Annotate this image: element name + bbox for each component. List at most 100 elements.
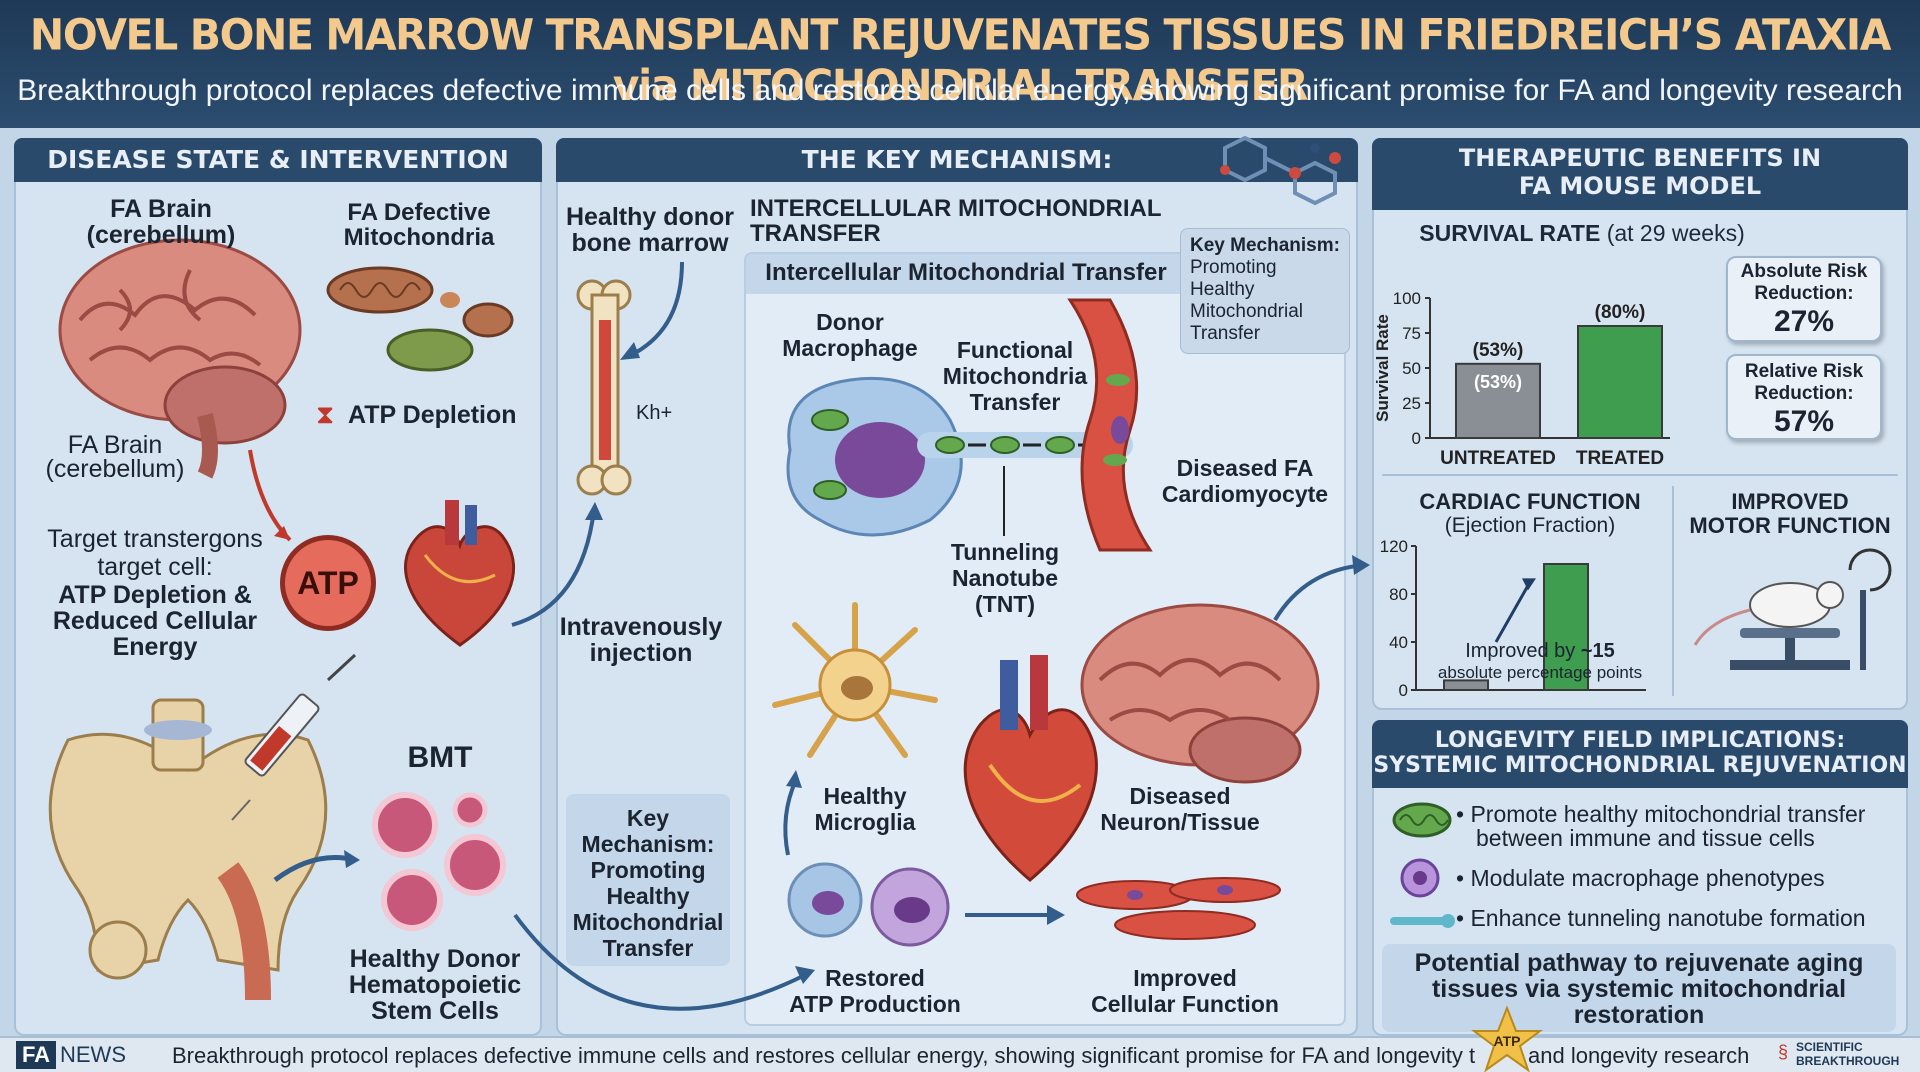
- bullet-2: • Modulate macrophage phenotypes: [1456, 865, 1825, 891]
- survival-subtitle: (at 29 weeks): [1606, 220, 1745, 246]
- key-mech-2: Mechanism:: [581, 831, 715, 857]
- cardiac-motor-divider: [1672, 486, 1674, 696]
- tnt-label-1: Tunneling: [950, 539, 1060, 565]
- cardiac-y-tick-label: 0: [1399, 681, 1408, 700]
- inner-key-1: Key Mechanism:: [1190, 235, 1340, 256]
- arrow-to-bone: [620, 261, 684, 360]
- mitochondria-bullet-icon: [1392, 802, 1452, 838]
- target-text-2: target cell:: [97, 553, 213, 581]
- molecule-icon: [1220, 135, 1341, 206]
- survival-bar-untreated: [1455, 362, 1541, 439]
- atp-star-icon: [1471, 1005, 1543, 1072]
- iv-label-1: Intravenously: [559, 613, 723, 641]
- heart-icon: [404, 500, 515, 647]
- microglia-label-2: Microglia: [814, 809, 916, 835]
- survival-category-label: TREATED: [1576, 448, 1664, 469]
- survival-y-tick-label: 50: [1402, 359, 1421, 378]
- benefits-title: THERAPEUTIC BENEFITS IN FA MOUSE MODEL: [1372, 138, 1908, 210]
- restored-cells-icon: [787, 862, 950, 947]
- abs-risk-value: 27%: [1773, 305, 1835, 338]
- survival-title: SURVIVAL RATE: [1419, 220, 1601, 246]
- header-banner: [0, 0, 1920, 128]
- breakthrough-badge: SCIENTIFIC BREAKTHROUGH: [1796, 1040, 1899, 1068]
- brain-label-1: FA Brain: [67, 431, 163, 459]
- breakthrough-badge-2: BREAKTHROUGH: [1796, 1054, 1900, 1068]
- target-text-3: ATP Depletion &: [58, 581, 252, 609]
- improved-by: Improved by: [1465, 640, 1576, 662]
- page-subtitle: Breakthrough protocol replaces defective…: [17, 74, 1903, 107]
- improved-func-2: Cellular Function: [1091, 991, 1279, 1017]
- longevity-title-2: SYSTEMIC MITOCHONDRIAL REJUVENATION: [1373, 753, 1907, 778]
- rel-risk-2: Reduction:: [1754, 383, 1854, 404]
- abs-risk-2: Reduction:: [1754, 283, 1854, 304]
- arrow-heart-to-bone: [511, 502, 603, 627]
- diseased-cardio-2: Cardiomyocyte: [1161, 481, 1329, 507]
- cardiac-y-tick-label: 80: [1389, 585, 1408, 604]
- func-mito-1: Functional: [956, 337, 1074, 363]
- bullet-3: • Enhance tunneling nanotube formation: [1456, 905, 1866, 931]
- survival-y-tick-label: 0: [1412, 429, 1421, 448]
- rel-risk-value: 57%: [1773, 405, 1835, 438]
- survival-inner-label: (53%): [1474, 372, 1522, 392]
- brain-top-label: FA Brain (cerebellum): [86, 195, 236, 250]
- center-heart-icon: [963, 655, 1098, 882]
- stem-label-1: Healthy Donor: [349, 945, 521, 973]
- cardiac-y-tick-label: 120: [1380, 537, 1408, 556]
- benefits-title-1: THERAPEUTIC BENEFITS IN: [1458, 144, 1822, 172]
- cardiac-trend-arrowhead: [1522, 578, 1536, 591]
- nanotube-bullet-icon: [1390, 914, 1455, 928]
- target-text-1: Target transtergons: [47, 525, 263, 553]
- func-mito-2: Mitochondria: [942, 363, 1088, 389]
- improved-cells-icon: [1076, 877, 1281, 940]
- brain-label-2: (cerebellum): [45, 455, 185, 483]
- arrow-up-to-microglia: [783, 770, 802, 856]
- atp-star-label: ATP: [1493, 1033, 1521, 1049]
- abs-risk-box: [1726, 256, 1882, 342]
- kh-label: Kh+: [636, 402, 673, 424]
- arrow-marrow-to-stem: [273, 850, 360, 883]
- arrow-to-benefits: [1273, 555, 1370, 622]
- bmt-label: BMT: [407, 741, 473, 774]
- survival-title-row: SURVIVAL RATE (at 29 weeks): [1372, 220, 1792, 247]
- arrow-brain-to-atp: [248, 449, 292, 542]
- survival-value-label: (80%): [1595, 302, 1646, 323]
- motor-title-2: MOTOR FUNCTION: [1689, 513, 1891, 538]
- atp-prod-2: ATP Production: [789, 991, 961, 1017]
- improved-by-row: Improved by ~15: [1410, 640, 1670, 662]
- rel-risk-1: Relative Risk: [1744, 361, 1864, 382]
- ticker-text-2: and longevity research: [1528, 1043, 1750, 1068]
- survival-bar-treated: [1577, 325, 1663, 439]
- tnt-pointer-line: [1003, 466, 1005, 536]
- cardiac-subtitle: (Ejection Fraction): [1444, 514, 1616, 537]
- donor-bm-label-1: Healthy donor: [565, 203, 735, 231]
- stem-label-3: Stem Cells: [371, 997, 499, 1025]
- microglia-label-1: Healthy: [823, 783, 907, 809]
- motor-title-1: IMPROVED: [1731, 489, 1849, 514]
- neuron-label-1: Diseased: [1129, 783, 1231, 809]
- brain-illustration: [58, 238, 302, 479]
- inner-title: Intercellular Mitochondrial Transfer: [765, 259, 1167, 286]
- tnt-label-2: Nanotube: [951, 565, 1059, 591]
- donor-bm-label-2: bone marrow: [571, 229, 729, 257]
- longevity-title: LONGEVITY FIELD IMPLICATIONS: SYSTEMIC M…: [1372, 720, 1908, 788]
- donor-mac-2: Macrophage: [782, 335, 918, 361]
- atp-prod-1: Restored: [825, 965, 925, 991]
- summary-3: restoration: [1573, 1001, 1705, 1029]
- breakthrough-icon: §: [1778, 1042, 1789, 1062]
- fa-logo: FA: [16, 1041, 56, 1069]
- hourglass-icon: ⧗: [316, 399, 335, 429]
- bullet-1: • Promote healthy mitochondrial transfer: [1456, 801, 1866, 827]
- syringe-icon: [231, 653, 357, 821]
- abs-risk-1: Absolute Risk: [1740, 261, 1868, 282]
- survival-value-label: (53%): [1473, 340, 1524, 361]
- stem-cells-icon: [372, 792, 506, 931]
- bullet-1b: between immune and tissue cells: [1476, 825, 1815, 851]
- cardiac-bar-treated: [1543, 563, 1589, 691]
- breakthrough-badge-1: SCIENTIFIC: [1796, 1040, 1863, 1054]
- macrophage-bullet-icon: [1400, 858, 1440, 898]
- summary-2: tissues via systemic mitochondrial: [1431, 975, 1847, 1003]
- inner-title-bar: [746, 254, 1186, 294]
- inner-key-4: Mitochondrial: [1190, 301, 1303, 322]
- news-logo: NEWS: [60, 1042, 126, 1067]
- inner-key-box: [1180, 228, 1350, 354]
